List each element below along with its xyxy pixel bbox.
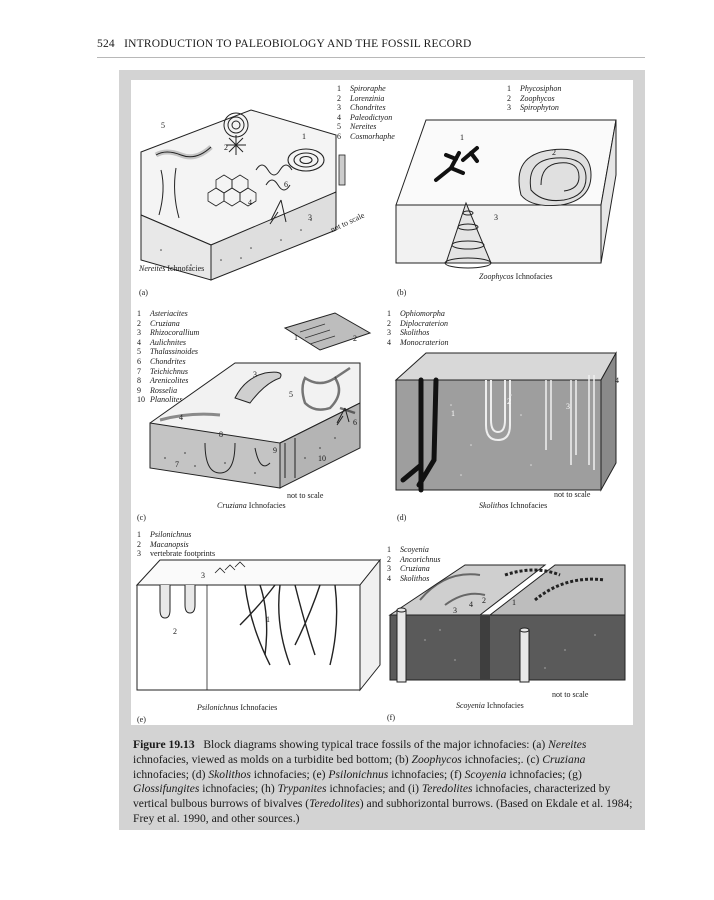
callout-a-4: 4 [248,198,252,207]
ichnofacies-label-e: Psilonichnus Ichnofacies [197,703,277,712]
callout-d-3: 3 [566,402,570,411]
scale-note-c: not to scale [287,491,323,500]
callout-c-4: 4 [179,413,183,422]
figure-label: Figure 19.13 [133,738,195,751]
panel-f: 1 2 3 4 not to scale Scoyenia Ichnofacie… [385,560,635,725]
callout-d-2: 2 [507,397,511,406]
scale-note-d: not to scale [554,490,590,499]
callout-b-2: 2 [552,148,556,157]
callout-c-2: 2 [353,334,357,343]
panel-letter-a: (a) [139,288,148,297]
skolithos-block-diagram [391,345,636,525]
running-header: 524 INTRODUCTION TO PALEOBIOLOGY AND THE… [97,38,471,50]
callout-a-3: 3 [308,213,312,222]
ichnofacies-label-b: Zoophycos Ichnofacies [479,272,553,281]
figure-caption: Figure 19.13 Block diagrams showing typi… [133,738,638,827]
ichnofacies-label-d: Skolithos Ichnofacies [479,501,547,510]
panel-d: 1 2 3 4 not to scale Skolithos Ichnofaci… [391,345,636,525]
panel-letter-e: (e) [137,715,146,724]
callout-c-3: 3 [253,370,257,379]
callout-e-2: 2 [173,627,177,636]
running-title: INTRODUCTION TO PALEOBIOLOGY AND THE FOS… [124,38,471,50]
callout-c-1: 1 [294,333,298,342]
scale-note-f: not to scale [552,690,588,699]
callout-c-5: 5 [289,390,293,399]
ichnofacies-label-c: Cruziana Ichnofacies [217,501,286,510]
callout-f-2: 2 [482,596,486,605]
callout-e-1: 1 [266,615,270,624]
callout-f-4: 4 [469,600,473,609]
panel-e: 3 1 2 Psilonichnus Ichnofacies (e) [135,555,385,725]
callout-f-1: 1 [512,598,516,607]
ichnofacies-label-f: Scoyenia Ichnofacies [456,701,524,710]
callout-a-2: 2 [224,143,228,152]
panel-letter-f: (f) [387,713,395,722]
caption-body: Block diagrams showing typical trace fos… [133,738,633,825]
callout-d-1: 1 [451,409,455,418]
header-rule [97,57,645,58]
callout-c-7: 7 [175,460,179,469]
callout-b-1: 1 [460,133,464,142]
callout-c-10: 10 [318,454,326,463]
callout-c-6: 6 [353,418,357,427]
callout-e-3: 3 [201,571,205,580]
panel-letter-d: (d) [397,513,406,522]
panel-b: 1 2 3 Zoophycos Ichnofacies (b) [391,115,636,300]
callout-c-9: 9 [273,446,277,455]
callout-d-4: 4 [615,376,619,385]
callout-a-1: 1 [302,132,306,141]
ichnofacies-label-a: Nereites Ichnofacies [139,264,204,273]
callout-f-3: 3 [453,606,457,615]
page-number: 524 [97,38,115,50]
callout-a-6: 6 [284,180,288,189]
psilonichnus-block-diagram [135,555,385,725]
panel-letter-b: (b) [397,288,406,297]
callout-b-3: 3 [494,213,498,222]
cruziana-block-diagram [135,308,385,523]
panel-c: 1 2 3 4 5 6 7 8 9 10 not to scale Cruzia… [135,308,385,523]
panel-letter-c: (c) [137,513,146,522]
callout-c-8: 8 [219,430,223,439]
callout-a-5: 5 [161,121,165,130]
